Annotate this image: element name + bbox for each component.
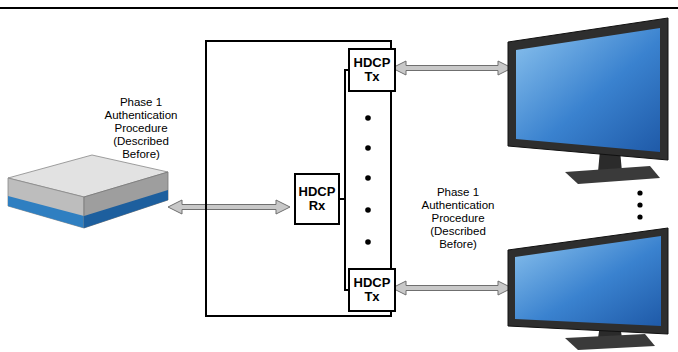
- transmitter-box: HDCP Tx: [348, 48, 396, 92]
- double-arrow: [168, 61, 512, 295]
- annotation-label: Phase 1 Authentication Procedure (Descri…: [100, 96, 182, 161]
- annotation-label: Phase 1 Authentication Procedure (Descri…: [417, 186, 499, 251]
- repeater-box: HDCP Rx HDCP Tx HDCP Tx: [205, 40, 392, 317]
- node-label: HDCP Tx: [352, 56, 392, 84]
- connector-line: [340, 70, 348, 199]
- receiver-box: HDCP Rx: [294, 173, 340, 225]
- node-label: HDCP Rx: [297, 185, 337, 213]
- transmitter-box: HDCP Tx: [348, 268, 396, 312]
- top-rule: [0, 7, 678, 9]
- connector-line: [340, 199, 348, 290]
- ellipsis-dots: [637, 190, 642, 219]
- tv-monitor: [508, 18, 668, 184]
- node-label: HDCP Tx: [352, 276, 392, 304]
- tv-monitor: [508, 228, 668, 350]
- source-device: [8, 155, 168, 228]
- ellipsis-dots: [365, 115, 371, 245]
